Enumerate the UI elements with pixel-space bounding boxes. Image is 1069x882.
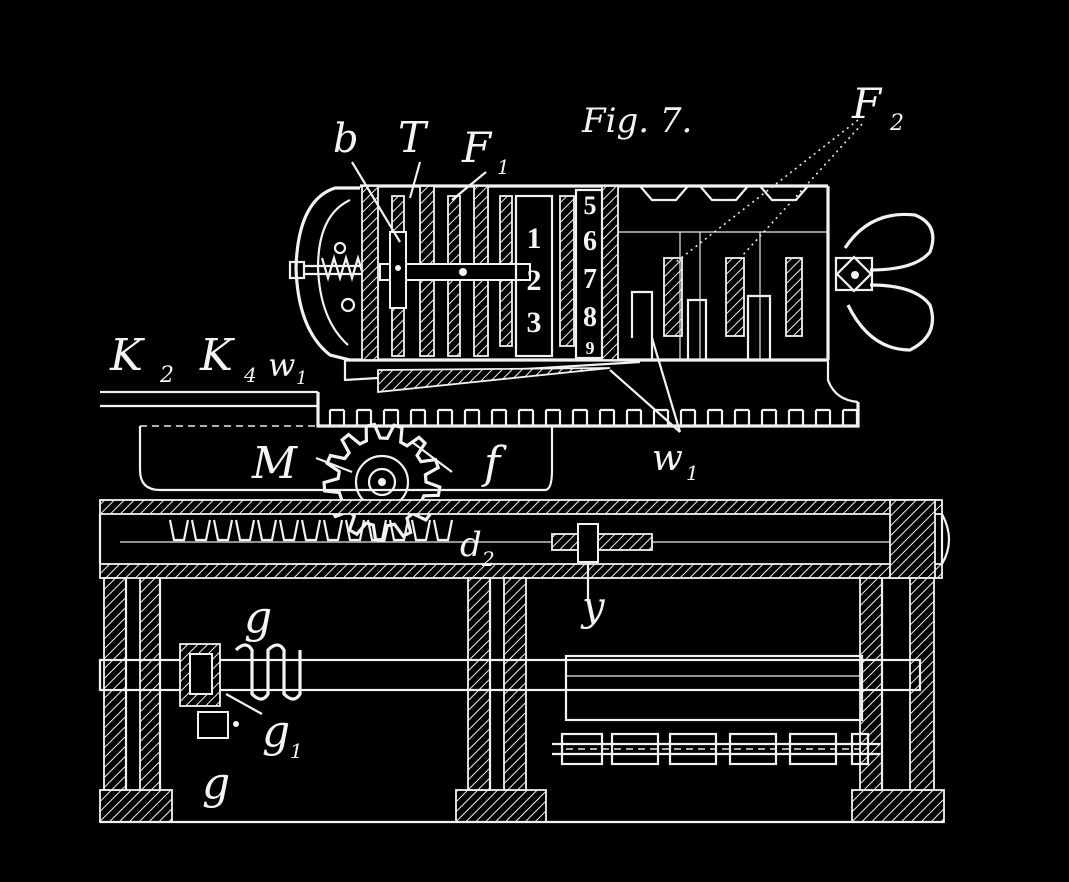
label-d2-sub: 2 [481, 547, 495, 571]
label-y: y [580, 584, 606, 630]
center-pin [379, 231, 531, 309]
label-b: b [333, 116, 359, 162]
digit-wheel-right: 5 6 7 8 9 [574, 188, 604, 360]
ratchet-section [618, 185, 828, 360]
roller-drum [552, 654, 880, 766]
label-w1-left-sub: 1 [296, 368, 307, 389]
digit-2: 2 [527, 264, 542, 297]
digit-9: 9 [586, 338, 595, 358]
digit-6: 6 [583, 226, 597, 257]
trough [138, 425, 554, 492]
spring-shaft [98, 643, 922, 739]
rack-bar [100, 360, 860, 428]
label-F2-sub: 2 [889, 111, 904, 136]
wing-nut [834, 212, 935, 352]
label-w1-left: w [268, 346, 295, 384]
digit-3: 3 [527, 306, 542, 339]
lower-frame [98, 499, 951, 824]
label-w1-right: w [652, 438, 683, 479]
label-f: f [481, 438, 507, 489]
label-g1: g [262, 706, 290, 757]
label-K4: K [199, 330, 235, 381]
label-K2: K [109, 330, 145, 381]
label-F2: F [851, 79, 883, 128]
label-w1-right-sub: 1 [686, 461, 699, 485]
digit-1: 1 [527, 222, 542, 255]
label-M: M [251, 438, 298, 489]
label-g-bottom: g [202, 758, 230, 809]
label-g1-sub: 1 [290, 739, 303, 763]
digit-7: 7 [583, 264, 597, 295]
figure-caption: Fig. 7. [581, 101, 692, 141]
y-fitting [551, 523, 653, 600]
label-F1-sub: 1 [497, 155, 510, 179]
leader-lines [225, 119, 863, 715]
label-d2: d [460, 525, 482, 565]
digit-8: 8 [583, 302, 597, 333]
label-K4-sub: 4 [243, 363, 257, 387]
digit-wheel-left: 1 2 3 [514, 194, 554, 358]
label-T: T [398, 113, 429, 162]
label-K2-sub: 2 [159, 363, 174, 388]
label-g-top: g [244, 592, 272, 643]
digit-5: 5 [584, 191, 597, 220]
label-F1: F [461, 123, 493, 172]
